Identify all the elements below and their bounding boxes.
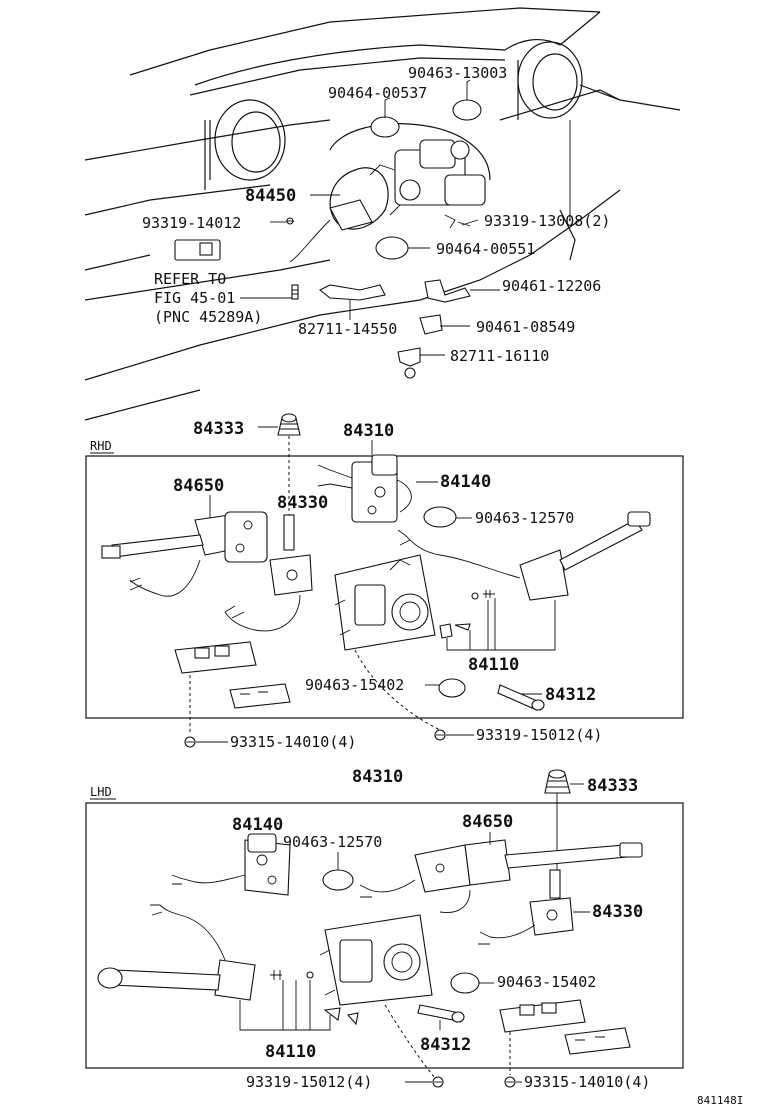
lhd-frame <box>85 802 684 1069</box>
label-82711-16110: 82711-16110 <box>450 347 549 365</box>
lhd-label-84333: 84333 <box>587 776 638 796</box>
bracket-82711-16110 <box>397 347 421 367</box>
label-90463-13003: 90463-13003 <box>408 64 507 82</box>
lhd-clamp-90463-15402 <box>450 972 480 994</box>
bracket-90461-12206 <box>424 279 471 303</box>
rhd-label-90463-12570: 90463-12570 <box>475 509 574 527</box>
label-84450: 84450 <box>245 186 296 206</box>
lhd-label-93315-14010: 93315-14010(4) <box>524 1073 650 1091</box>
label-82711-14550: 82711-14550 <box>298 320 397 338</box>
lhd-clamp-90463-12570 <box>322 869 354 891</box>
switch-cluster-top <box>369 139 486 216</box>
refer-line-2: FIG 45-01 <box>154 289 235 307</box>
lhd-label-84110: 84110 <box>265 1042 316 1062</box>
rhd-label-84312: 84312 <box>545 685 596 705</box>
clamp-90464-00551 <box>375 236 409 260</box>
figure-number: 841148I <box>697 1094 743 1107</box>
lhd-label-90463-12570: 90463-12570 <box>283 833 382 851</box>
lhd-part-connector-a <box>499 999 586 1033</box>
rhd-part-84650 <box>101 511 268 597</box>
lhd-part-84312 <box>417 1004 465 1023</box>
rhd-clamp-90463-12570 <box>423 506 457 528</box>
label-90461-12206: 90461-12206 <box>502 277 601 295</box>
lhd-screw-93319 <box>432 1076 444 1088</box>
rhd-section: RHD 84333 84310 84140 84650 84330 90463-… <box>85 413 684 751</box>
rhd-screw-93319 <box>434 729 446 741</box>
lhd-part-left-lever <box>97 904 256 1001</box>
top-leaders <box>240 79 500 356</box>
lhd-part-84333 <box>544 769 571 794</box>
clamp-90464-00537 <box>370 116 400 138</box>
label-90464-00537: 90464-00537 <box>328 84 427 102</box>
lhd-label-84650: 84650 <box>462 812 513 832</box>
connector-refer <box>174 239 221 261</box>
lhd-label-84140: 84140 <box>232 815 283 835</box>
lhd-section: LHD 84310 84333 84140 90463-12570 84650 … <box>85 767 684 1091</box>
rhd-screw-93315 <box>184 736 196 748</box>
lhd-label-84310: 84310 <box>352 767 403 787</box>
label-93319-14012: 93319-14012 <box>142 214 241 232</box>
bracket-82711-14550 <box>318 284 386 301</box>
dashboard-illustration <box>84 7 681 421</box>
rhd-label-93315-14010: 93315-14010(4) <box>230 733 356 751</box>
wire-harness <box>329 167 389 230</box>
lhd-label-84330: 84330 <box>592 902 643 922</box>
clamp-90463-13003 <box>452 99 482 121</box>
rhd-part-84140 <box>317 454 412 523</box>
rhd-label-90463-15402: 90463-15402 <box>305 676 404 694</box>
rhd-label-84330: 84330 <box>277 493 328 513</box>
lhd-part-connector-b <box>564 1027 631 1055</box>
lhd-label-84312: 84312 <box>420 1035 471 1055</box>
rhd-label-84140: 84140 <box>440 472 491 492</box>
refer-line-1: REFER TO <box>154 270 226 288</box>
lhd-label-93319-15012: 93319-15012(4) <box>246 1073 372 1091</box>
rhd-part-84333 <box>277 413 301 436</box>
rhd-part-84312 <box>497 684 545 711</box>
label-93319-13008: 93319-13008(2) <box>484 212 610 230</box>
lhd-label-90463-15402: 90463-15402 <box>497 973 596 991</box>
rhd-label-84650: 84650 <box>173 476 224 496</box>
lhd-screw-93315 <box>504 1076 516 1088</box>
refer-line-3: (PNC 45289A) <box>154 308 262 326</box>
rhd-part-right-lever <box>397 511 651 601</box>
label-90461-08549: 90461-08549 <box>476 318 575 336</box>
rhd-label-84310: 84310 <box>343 421 394 441</box>
rhd-clamp-90463-15402 <box>438 678 466 698</box>
lhd-part-84330 <box>478 869 574 945</box>
rhd-label-93319-15012: 93319-15012(4) <box>476 726 602 744</box>
rhd-label-84333: 84333 <box>193 419 244 439</box>
rhd-part-connector-b <box>229 683 291 709</box>
rhd-part-84330 <box>224 514 313 632</box>
rhd-label-84110: 84110 <box>468 655 519 675</box>
lhd-part-84310-body <box>319 914 433 1006</box>
rhd-label: RHD <box>90 439 112 453</box>
lhd-part-84650 <box>359 839 643 913</box>
rhd-part-connector-a <box>174 641 257 674</box>
rhd-part-84310-body <box>334 554 436 651</box>
lhd-part-84140 <box>171 833 291 896</box>
label-90464-00551: 90464-00551 <box>436 240 535 258</box>
bracket-90461-08549 <box>419 314 443 335</box>
lhd-label: LHD <box>90 785 112 799</box>
